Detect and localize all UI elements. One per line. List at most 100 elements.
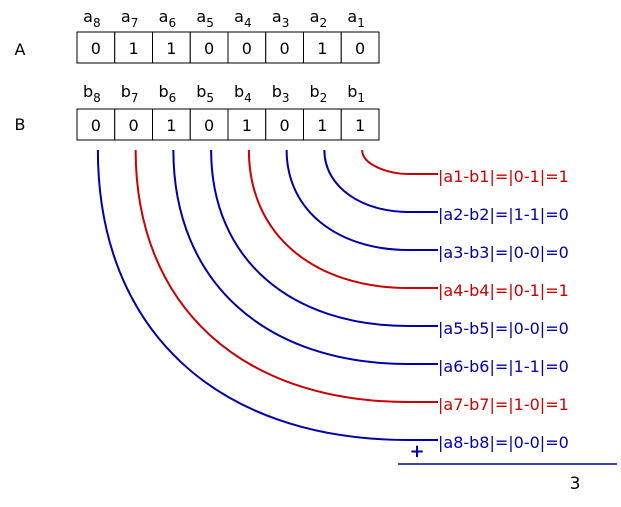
bit-header-index: 3 — [282, 91, 290, 105]
bit-header: a6 — [159, 7, 176, 30]
bit-header-letter: a — [347, 7, 357, 26]
bit-value: 1 — [317, 116, 327, 135]
connector-curve — [172, 149, 438, 365]
bit-value: 1 — [317, 39, 327, 58]
difference-equation: |a5-b5|=|0-0|=0 — [438, 319, 569, 338]
bit-header-letter: b — [234, 82, 244, 101]
connector-curves — [96, 149, 438, 441]
bit-cell — [265, 31, 304, 64]
bit-header: b7 — [121, 82, 139, 105]
bit-header-index: 1 — [357, 91, 365, 105]
difference-equation: |a4-b4|=|0-1|=1 — [438, 281, 569, 300]
bit-header-letter: b — [196, 82, 206, 101]
bit-header-index: 4 — [244, 91, 252, 105]
bit-cell — [340, 31, 380, 64]
bit-header: b1 — [347, 82, 365, 105]
bit-cell — [152, 31, 191, 64]
bit-value: 0 — [91, 39, 101, 58]
bit-cell — [189, 108, 229, 141]
bit-cell — [303, 31, 342, 64]
bit-value: 0 — [355, 39, 365, 58]
difference-list: |a1-b1|=|0-1|=1 |a2-b2|=|1-1|=0 |a3-b3|=|0… — [438, 167, 569, 452]
bit-header-index: 6 — [168, 16, 176, 30]
bit-header: a8 — [83, 7, 100, 30]
bit-value: 0 — [204, 39, 214, 58]
bit-header-index: 2 — [320, 91, 328, 105]
bit-value: 0 — [91, 116, 101, 135]
bit-header-letter: b — [272, 82, 282, 101]
connector-curve — [361, 149, 438, 175]
sum-section: + 3 — [398, 441, 617, 494]
bit-header-index: 1 — [357, 16, 365, 30]
bit-header-index: 8 — [93, 16, 101, 30]
bit-value: 1 — [242, 116, 252, 135]
bit-header-letter: a — [159, 7, 169, 26]
difference-equation: |a3-b3|=|0-0|=0 — [438, 243, 569, 262]
connector-curve — [285, 149, 438, 251]
bit-cell — [76, 31, 116, 64]
bit-header: a5 — [196, 7, 213, 30]
bit-cell — [227, 31, 267, 64]
bit-header-index: 4 — [244, 16, 252, 30]
bit-header-letter: b — [309, 82, 319, 101]
bit-value: 0 — [129, 116, 139, 135]
bit-header: b4 — [234, 82, 252, 105]
bit-header: a2 — [310, 7, 327, 30]
bit-header-letter: a — [121, 7, 131, 26]
bit-header-letter: b — [121, 82, 131, 101]
bit-value: 0 — [242, 39, 252, 58]
difference-equation: |a1-b1|=|0-1|=1 — [438, 167, 569, 186]
difference-equation: |a8-b8|=|0-0|=0 — [438, 433, 569, 452]
bit-header: b2 — [309, 82, 327, 105]
bit-cell — [265, 108, 304, 141]
bit-cell — [76, 108, 116, 141]
bit-header-letter: a — [310, 7, 320, 26]
total-value: 3 — [570, 474, 581, 494]
connector-curve — [210, 149, 438, 327]
bit-cell — [340, 108, 380, 141]
bit-header: b5 — [196, 82, 214, 105]
bit-value: 1 — [166, 39, 176, 58]
bit-header: b6 — [158, 82, 176, 105]
bit-header-index: 5 — [206, 16, 214, 30]
difference-equation: |a6-b6|=|1-1|=0 — [438, 357, 569, 376]
connector-curve — [96, 149, 438, 441]
bit-cell — [114, 31, 153, 64]
connector-curve — [247, 149, 438, 289]
bit-header-index: 7 — [131, 16, 139, 30]
bit-header-letter: b — [158, 82, 168, 101]
bit-header-index: 8 — [93, 91, 101, 105]
bit-cell — [114, 108, 153, 141]
bit-header-index: 6 — [169, 91, 177, 105]
bit-header-letter: a — [196, 7, 206, 26]
bit-header-index: 7 — [131, 91, 139, 105]
bit-value: 0 — [280, 116, 290, 135]
bit-header-letter: a — [83, 7, 93, 26]
bit-header: a7 — [121, 7, 138, 30]
bit-value: 0 — [280, 39, 290, 58]
bit-cell — [227, 108, 267, 141]
row-label: B — [15, 115, 26, 134]
bit-value: 1 — [355, 116, 365, 135]
connector-curve — [134, 149, 438, 403]
row-label: A — [15, 40, 26, 59]
plus-sign: + — [409, 441, 424, 462]
connector-curve — [323, 149, 438, 213]
bit-header-index: 5 — [206, 91, 214, 105]
bit-header-index: 2 — [319, 16, 327, 30]
bit-header-letter: a — [272, 7, 282, 26]
bit-value: 1 — [166, 116, 176, 135]
difference-equation: |a7-b7|=|1-0|=1 — [438, 395, 569, 414]
bit-header: a1 — [347, 7, 364, 30]
bit-header: b8 — [83, 82, 101, 105]
bit-header: b3 — [272, 82, 290, 105]
bit-header-letter: b — [347, 82, 357, 101]
difference-equation: |a2-b2|=|1-1|=0 — [438, 205, 569, 224]
bit-header: a3 — [272, 7, 289, 30]
bit-header-letter: b — [83, 82, 93, 101]
bit-value: 1 — [129, 39, 139, 58]
bit-header: a4 — [234, 7, 251, 30]
